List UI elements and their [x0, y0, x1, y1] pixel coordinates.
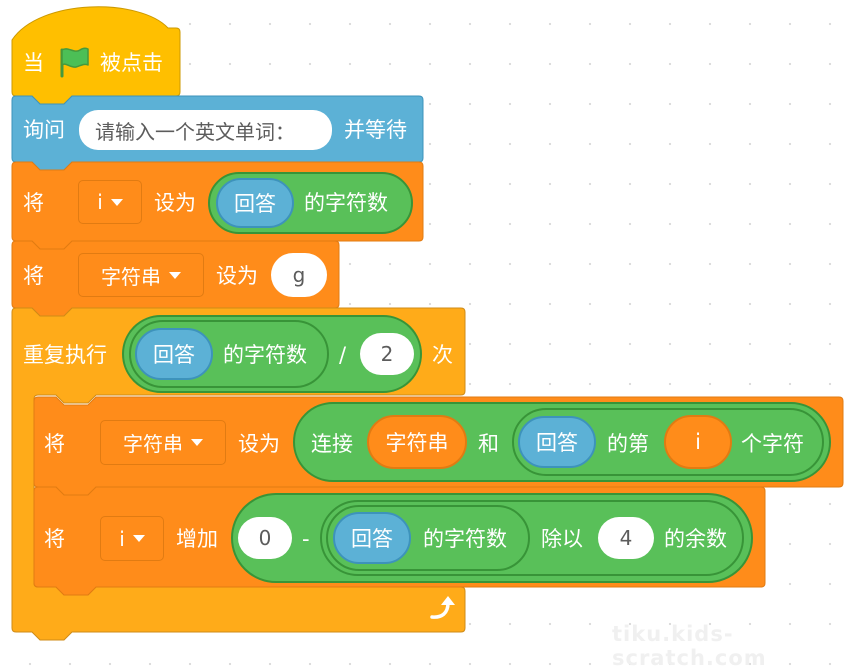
answer-reporter[interactable]: 回答 [135, 328, 213, 380]
and-wait-label: 并等待 [344, 118, 407, 142]
repeat-label: 重复执行 [23, 343, 107, 367]
string-value-input[interactable]: g [271, 253, 327, 297]
divide-operator: / [339, 343, 347, 367]
zero-input[interactable]: 0 [238, 517, 292, 559]
set-label: 将 [44, 527, 65, 551]
loop-arrow-icon [430, 596, 455, 619]
letter-prefix-label: 的第 [607, 432, 649, 456]
length-of-label: 的字符数 [304, 191, 388, 215]
set-label: 将 [23, 264, 44, 288]
answer-reporter[interactable]: 回答 [518, 416, 596, 468]
watermark-text: tiku.kids-scratch.com [612, 622, 767, 670]
ask-label: 询问 [23, 118, 65, 142]
to-label: 设为 [238, 432, 280, 456]
index-variable-reporter[interactable]: i [664, 415, 732, 469]
times-label: 次 [432, 343, 453, 367]
dropdown-arrow-icon [191, 439, 203, 446]
mod-label: 除以 [541, 527, 583, 551]
remainder-label: 的余数 [664, 527, 727, 551]
variable-name: i [119, 526, 125, 551]
dropdown-arrow-icon [132, 535, 145, 542]
set-label: 将 [23, 191, 44, 215]
set-label: 将 [44, 432, 65, 456]
mod-value-input[interactable]: 4 [598, 517, 654, 559]
to-label: 设为 [154, 191, 196, 215]
variable-dropdown-string[interactable]: 字符串 [78, 253, 204, 297]
dropdown-arrow-icon [110, 198, 123, 206]
to-label: 设为 [216, 264, 258, 288]
ask-prompt-input[interactable]: 请输入一个英文单词： [79, 110, 332, 150]
variable-dropdown-i[interactable]: i [78, 180, 142, 224]
answer-reporter[interactable]: 回答 [333, 512, 411, 564]
variable-dropdown-i[interactable]: i [100, 516, 164, 561]
minus-operator: - [302, 527, 310, 551]
divisor-input[interactable]: 2 [360, 333, 414, 375]
green-flag-icon [60, 47, 89, 78]
variable-dropdown-string[interactable]: 字符串 [100, 420, 226, 465]
variable-name: 字符串 [101, 264, 161, 289]
change-by-label: 增加 [176, 527, 218, 551]
variable-name: i [97, 190, 103, 214]
dropdown-arrow-icon [169, 271, 181, 279]
join-label: 连接 [311, 432, 353, 456]
variable-name: 字符串 [123, 432, 183, 456]
letter-suffix-label: 个字符 [741, 432, 804, 456]
length-of-label: 的字符数 [223, 343, 307, 367]
answer-reporter[interactable]: 回答 [216, 178, 294, 228]
string-variable-reporter[interactable]: 字符串 [367, 415, 467, 469]
and-label: 和 [478, 432, 499, 456]
clicked-label: 被点击 [100, 51, 163, 75]
when-label: 当 [23, 51, 44, 75]
length-of-label: 的字符数 [423, 527, 507, 551]
